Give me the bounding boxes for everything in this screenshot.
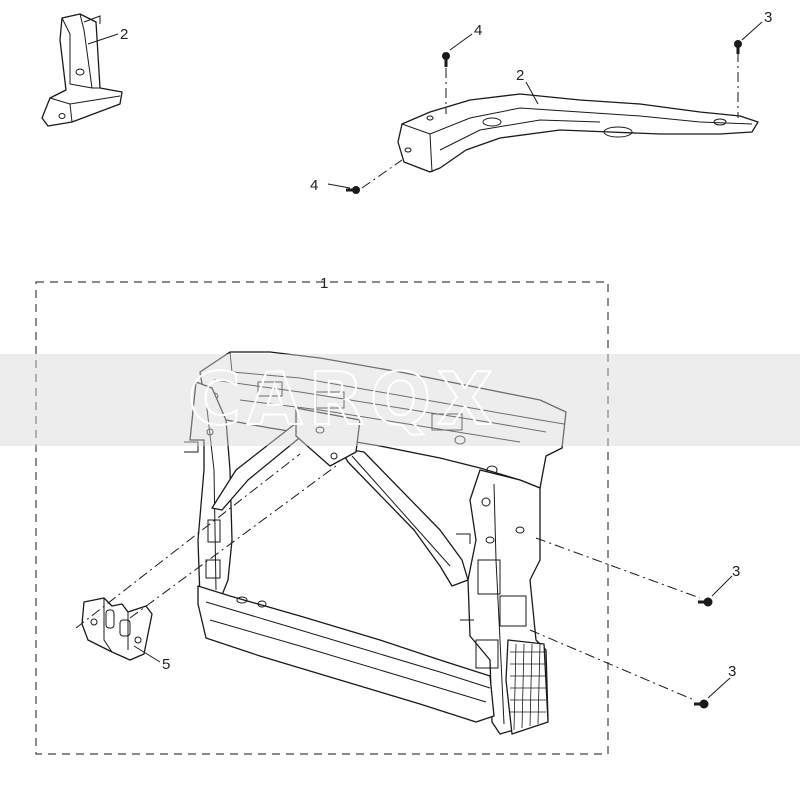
dashline-bracket5-b	[129, 465, 337, 619]
callout-3-upper: 3	[764, 9, 772, 26]
bolt-4-upper	[442, 52, 450, 67]
radiator-support-panel	[184, 351, 567, 735]
callout-4-lower: 4	[310, 177, 318, 194]
dashline-bracket5-a	[75, 453, 301, 629]
bolt-3-middle	[698, 597, 713, 607]
part-2-bracket-left	[41, 13, 123, 127]
assembly-1-boundary	[35, 281, 609, 755]
mesh-grille	[510, 643, 546, 731]
part-5-bracket	[81, 597, 153, 661]
leader-4a	[449, 33, 473, 51]
leader-3c	[707, 677, 731, 699]
leader-2b	[525, 81, 539, 105]
callout-2-top-left: 2	[120, 26, 128, 43]
leader-5	[133, 645, 161, 663]
part-2-upper-tie-bar	[397, 93, 759, 173]
bolt-3-lower	[694, 699, 709, 709]
bolt-4-lower	[346, 186, 360, 194]
callout-2-tie-bar: 2	[516, 67, 524, 84]
watermark-band	[0, 354, 800, 446]
callout-3-middle: 3	[732, 563, 740, 580]
bolt-3-upper	[734, 40, 742, 54]
callout-3-lower: 3	[728, 663, 736, 680]
leader-3b	[711, 575, 733, 597]
callout-1-assembly: 1	[320, 275, 328, 292]
leader-4b	[327, 183, 351, 189]
leader-3a	[741, 21, 763, 41]
leader-2a	[87, 33, 119, 45]
watermark-text: CARQX	[188, 357, 499, 441]
callout-4-upper: 4	[474, 22, 482, 39]
dashline-bolt4-lower	[361, 159, 403, 189]
callout-5: 5	[162, 656, 170, 673]
dashline-bolt3-low	[529, 629, 695, 701]
dashline-bolt3-mid	[535, 537, 701, 599]
